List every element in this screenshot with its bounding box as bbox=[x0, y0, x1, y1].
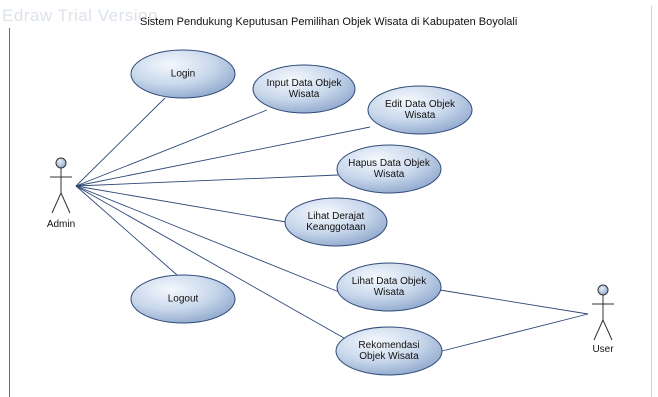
use-case-hapus[interactable] bbox=[336, 144, 442, 194]
use-case-logout[interactable] bbox=[130, 274, 236, 324]
association-user-rekomendasi bbox=[441, 313, 589, 352]
use-case-label-lihat: Lihat Data Objek Wisata bbox=[351, 276, 427, 298]
use-case-label-login: Login bbox=[170, 68, 196, 80]
association-admin-lihat bbox=[75, 185, 340, 293]
association-admin-rekomendasi bbox=[75, 185, 352, 343]
use-case-label-hapus: Hapus Data Objek Wisata bbox=[348, 158, 430, 180]
diagram-title: Sistem Pendukung Keputusan Pemilihan Obj… bbox=[140, 16, 518, 28]
watermark-text: Edraw Trial Version bbox=[2, 6, 158, 25]
frame-right-border bbox=[651, 6, 652, 397]
association-admin-edit bbox=[75, 126, 371, 187]
association-user-lihat bbox=[439, 289, 589, 315]
actor-admin-icon bbox=[50, 157, 72, 214]
association-admin-input bbox=[75, 109, 268, 187]
use-case-lihat[interactable] bbox=[336, 262, 442, 312]
association-admin-derajat bbox=[75, 185, 287, 223]
use-case-derajat[interactable] bbox=[284, 197, 388, 247]
use-case-login[interactable] bbox=[130, 49, 236, 99]
use-case-edit[interactable] bbox=[367, 85, 473, 135]
use-case-input[interactable] bbox=[252, 64, 356, 114]
use-case-label-input: Input Data Objek Wisata bbox=[266, 78, 342, 100]
association-admin-logout bbox=[75, 185, 178, 276]
actor-label-admin: Admin bbox=[46, 219, 76, 230]
use-case-label-rekomendasi: Rekomendasi Objek Wisata bbox=[358, 340, 420, 362]
frame-left-border bbox=[9, 28, 10, 397]
use-case-label-edit: Edit Data Objek Wisata bbox=[384, 99, 456, 121]
association-admin-login bbox=[75, 97, 166, 187]
use-case-label-derajat: Lihat Derajat Keanggotaan bbox=[306, 211, 366, 233]
association-admin-hapus bbox=[75, 174, 339, 187]
use-case-label-logout: Logout bbox=[167, 293, 199, 305]
use-case-rekomendasi[interactable] bbox=[335, 326, 443, 376]
actor-user-icon bbox=[592, 284, 614, 341]
actor-label-user: User bbox=[592, 344, 614, 355]
